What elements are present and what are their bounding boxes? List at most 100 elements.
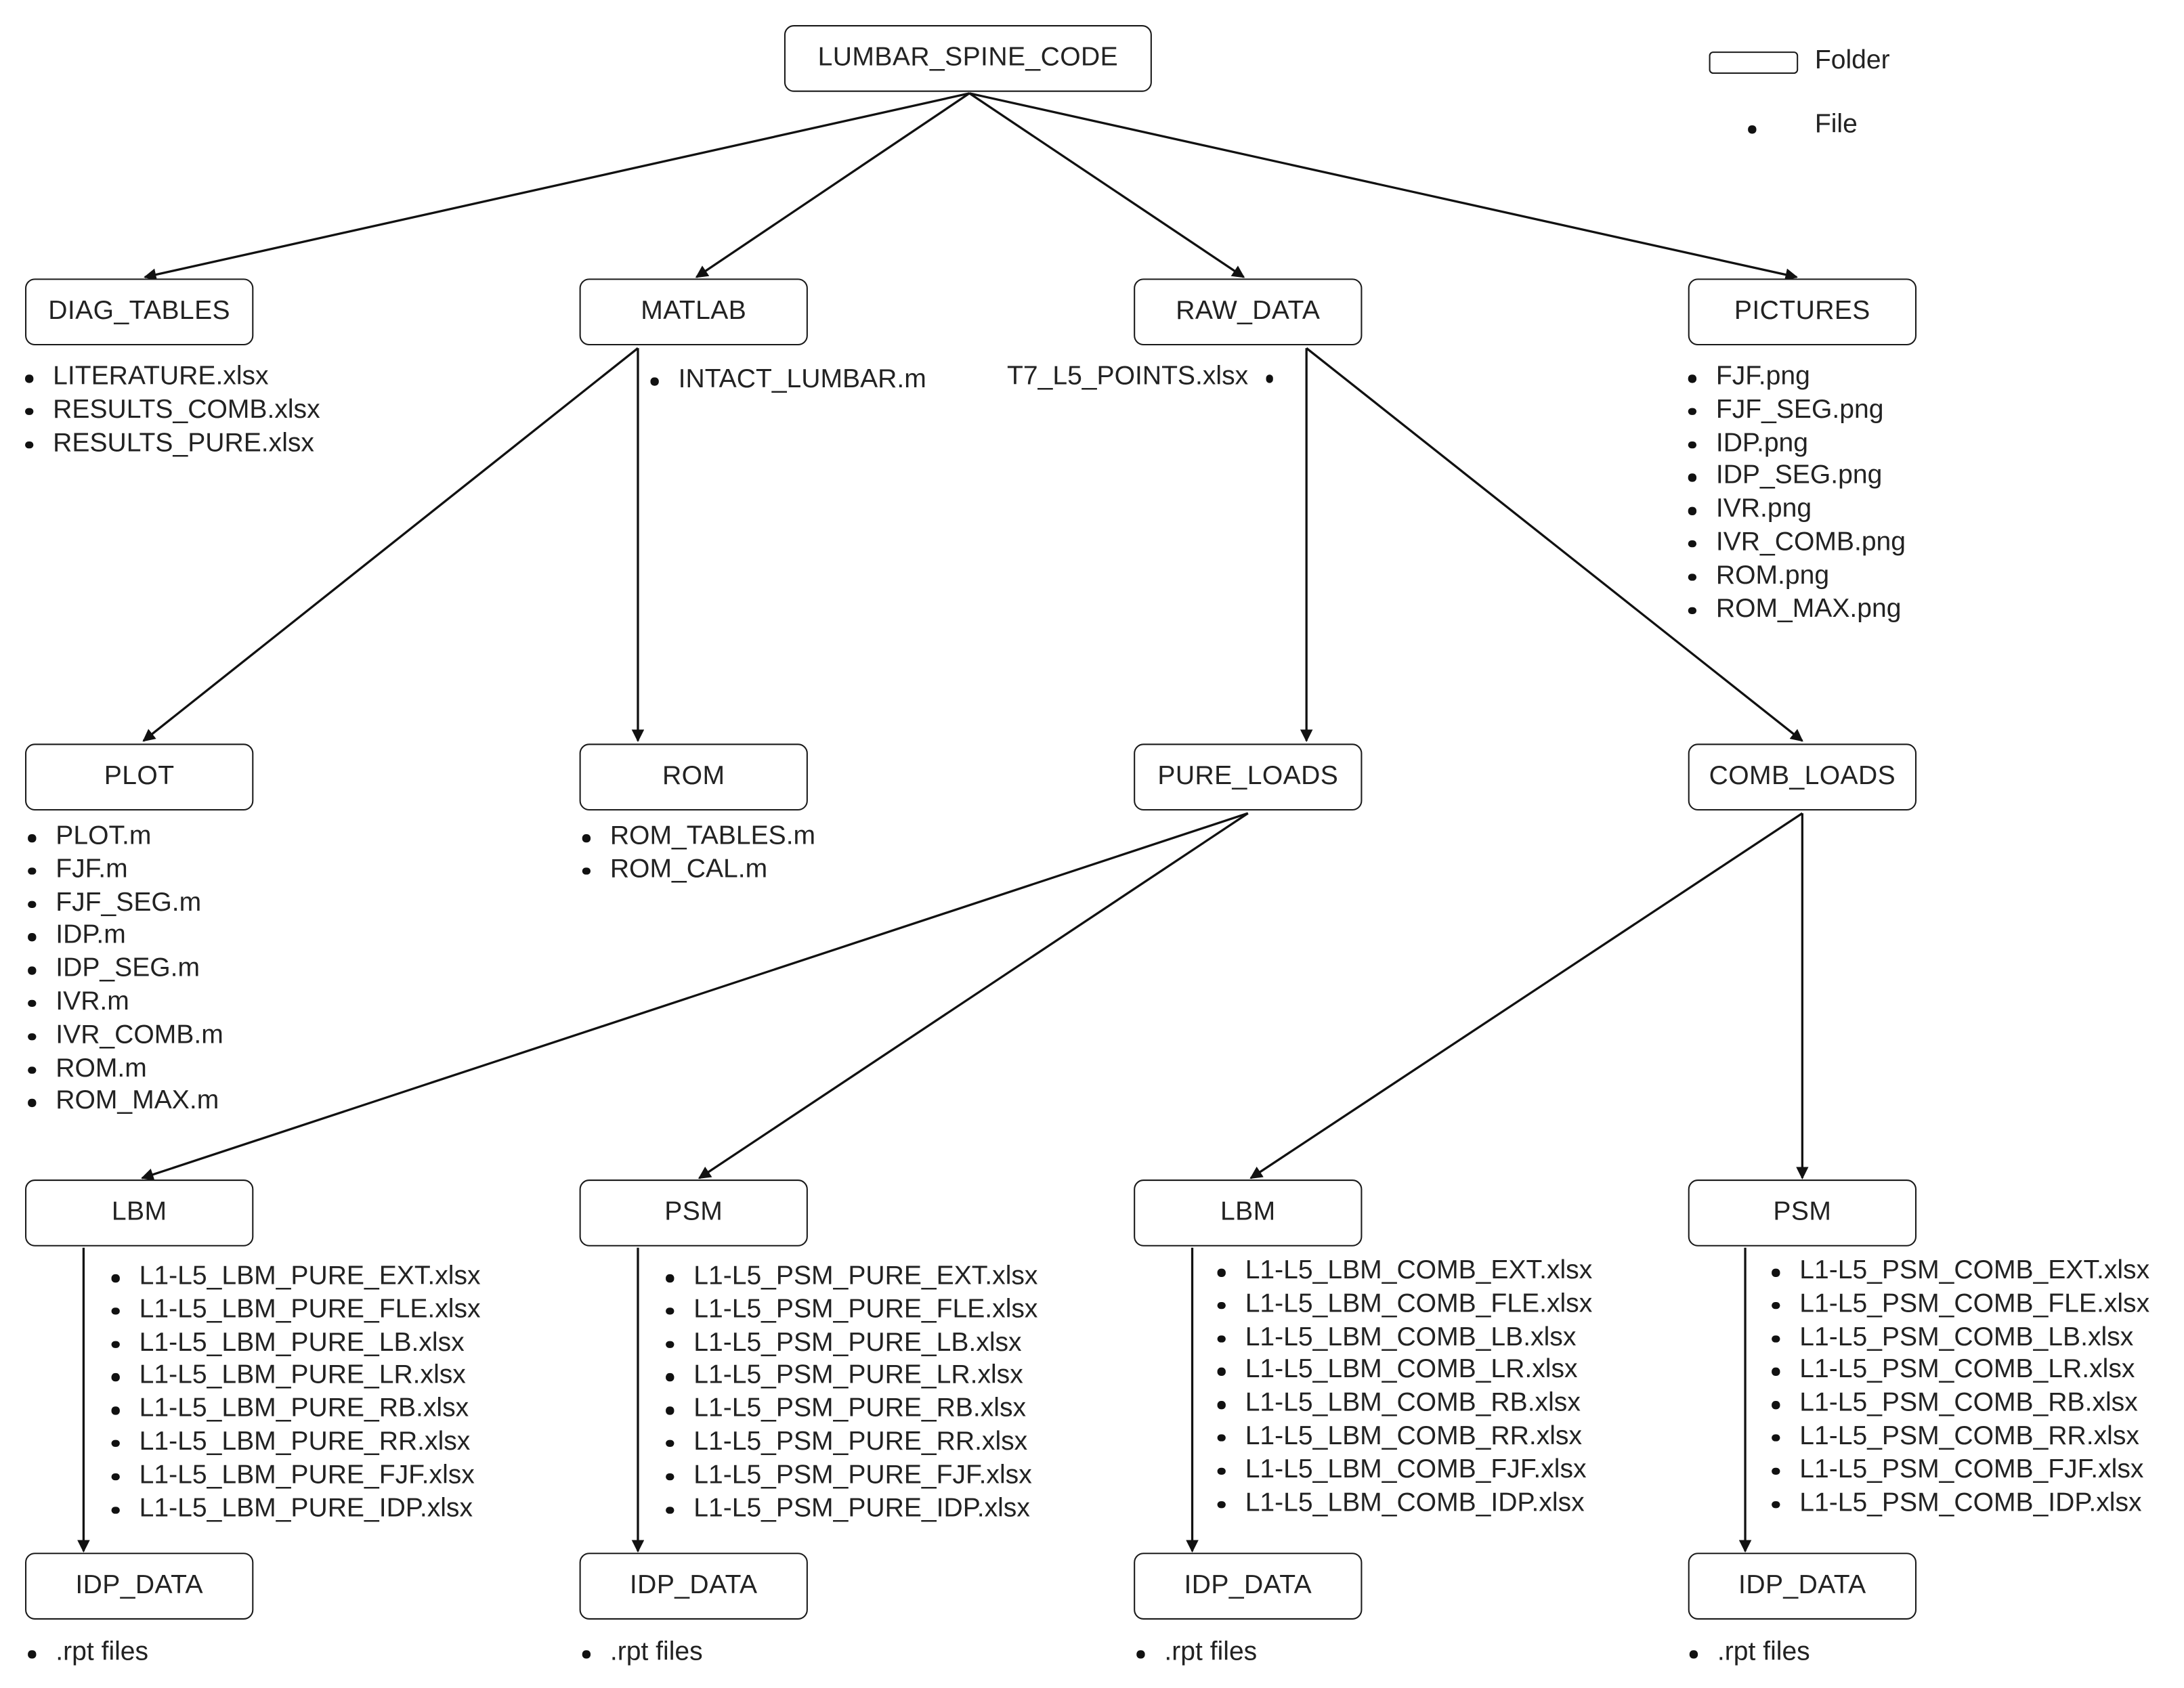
folder-lbm-comb[interactable]: LBM	[1134, 1180, 1363, 1247]
file-item[interactable]: IVR.png	[1682, 493, 1906, 526]
folder-lbm-pure[interactable]: LBM	[25, 1180, 254, 1247]
folder-idp-data-lbm-comb[interactable]: IDP_DATA	[1134, 1553, 1363, 1620]
edge-root-matlab	[695, 92, 970, 278]
file-item[interactable]: ROM_MAX.m	[22, 1085, 223, 1119]
edge-matlab-plot	[142, 347, 639, 742]
file-item[interactable]: L1-L5_PSM_PURE_EXT.xlsx	[660, 1260, 1037, 1293]
file-item[interactable]: L1-L5_PSM_COMB_IDP.xlsx	[1766, 1487, 2149, 1520]
file-item[interactable]: IDP_SEG.png	[1682, 460, 1906, 494]
file-item[interactable]: L1-L5_LBM_COMB_FJF.xlsx	[1212, 1454, 1592, 1487]
file-item[interactable]: IDP.m	[22, 919, 223, 953]
folder-idp-data-lbm-pure[interactable]: IDP_DATA	[25, 1553, 254, 1620]
file-item[interactable]: L1-L5_LBM_PURE_LB.xlsx	[106, 1326, 480, 1360]
file-item[interactable]: RESULTS_PURE.xlsx	[20, 427, 320, 460]
file-item[interactable]: .rpt files	[1131, 1637, 1257, 1670]
folder-plot[interactable]: PLOT	[25, 743, 254, 810]
file-item[interactable]: L1-L5_PSM_COMB_RR.xlsx	[1766, 1421, 2149, 1454]
file-item[interactable]: ROM.png	[1682, 559, 1906, 592]
file-item[interactable]: L1-L5_LBM_COMB_RB.xlsx	[1212, 1387, 1592, 1421]
folder-pictures[interactable]: PICTURES	[1688, 278, 1917, 346]
file-item[interactable]: L1-L5_LBM_COMB_EXT.xlsx	[1212, 1255, 1592, 1288]
file-item[interactable]: IVR.m	[22, 986, 223, 1019]
file-item[interactable]: IDP.png	[1682, 427, 1906, 460]
edge-root-diag-tables	[144, 92, 970, 281]
file-item[interactable]: L1-L5_LBM_COMB_RR.xlsx	[1212, 1421, 1592, 1454]
file-item[interactable]: T7_L5_POINTS.xlsx	[1007, 361, 1276, 394]
folder-comb-loads[interactable]: COMB_LOADS	[1688, 743, 1917, 810]
folder-psm-comb[interactable]: PSM	[1688, 1180, 1917, 1247]
file-item[interactable]: L1-L5_PSM_COMB_FLE.xlsx	[1766, 1288, 2149, 1321]
file-item[interactable]: L1-L5_LBM_PURE_RR.xlsx	[106, 1426, 480, 1459]
edge-root-pictures	[969, 92, 1798, 281]
file-list-idp-data-psm-comb: .rpt files	[1684, 1637, 1810, 1670]
file-item[interactable]: L1-L5_PSM_PURE_IDP.xlsx	[660, 1492, 1038, 1525]
edge-raw-data-comb-loads	[1306, 347, 1803, 742]
file-item[interactable]: L1-L5_LBM_COMB_FLE.xlsx	[1212, 1288, 1592, 1321]
file-item[interactable]: .rpt files	[1684, 1637, 1810, 1670]
file-item[interactable]: FJF.m	[22, 853, 223, 886]
folder-raw-data[interactable]: RAW_DATA	[1134, 278, 1363, 346]
file-item[interactable]: L1-L5_LBM_COMB_LR.xlsx	[1212, 1354, 1592, 1387]
edge-pure-loads-lbm	[141, 812, 1249, 1181]
file-item[interactable]: ROM_TABLES.m	[576, 820, 815, 853]
file-item[interactable]: L1-L5_PSM_PURE_LR.xlsx	[660, 1360, 1038, 1393]
folder-lumbar-spine-code[interactable]: LUMBAR_SPINE_CODE	[784, 25, 1152, 92]
folder-idp-data-psm-comb[interactable]: IDP_DATA	[1688, 1553, 1917, 1620]
file-item[interactable]: L1-L5_PSM_PURE_FJF.xlsx	[660, 1459, 1038, 1492]
edge-root-raw-data	[968, 92, 1245, 278]
edge-comb-loads-lbm	[1249, 812, 1803, 1180]
file-item[interactable]: L1-L5_LBM_COMB_LB.xlsx	[1212, 1321, 1592, 1354]
file-item[interactable]: L1-L5_LBM_PURE_LR.xlsx	[106, 1360, 480, 1393]
file-item[interactable]: .rpt files	[576, 1637, 703, 1670]
folder-rom[interactable]: ROM	[579, 743, 808, 810]
file-item[interactable]: L1-L5_LBM_PURE_FLE.xlsx	[106, 1293, 481, 1326]
edge-pure-loads-psm	[698, 812, 1249, 1180]
file-item[interactable]: PLOT.m	[22, 820, 223, 853]
file-item[interactable]: .rpt files	[22, 1637, 148, 1670]
file-item[interactable]: L1-L5_LBM_PURE_FJF.xlsx	[106, 1459, 480, 1492]
file-item[interactable]: L1-L5_PSM_COMB_LR.xlsx	[1766, 1354, 2149, 1387]
file-item[interactable]: IDP_SEG.m	[22, 953, 223, 986]
file-item[interactable]: FJF_SEG.png	[1682, 394, 1906, 427]
file-item[interactable]: L1-L5_PSM_PURE_RB.xlsx	[660, 1393, 1038, 1426]
file-item[interactable]: LITERATURE.xlsx	[20, 361, 320, 394]
folder-pure-loads[interactable]: PURE_LOADS	[1134, 743, 1363, 810]
file-item[interactable]: IVR_COMB.png	[1682, 526, 1906, 559]
file-item[interactable]: INTACT_LUMBAR.m	[645, 364, 926, 397]
folder-matlab[interactable]: MATLAB	[579, 278, 808, 346]
legend-file-label: File	[1814, 110, 1858, 139]
folder-psm-pure[interactable]: PSM	[579, 1180, 808, 1247]
folder-idp-data-psm-pure[interactable]: IDP_DATA	[579, 1553, 808, 1620]
file-item[interactable]: L1-L5_LBM_PURE_EXT.xlsx	[106, 1260, 481, 1293]
file-list-matlab: INTACT_LUMBAR.m	[645, 364, 926, 397]
file-item[interactable]: FJF_SEG.m	[22, 886, 223, 919]
file-item[interactable]: IVR_COMB.m	[22, 1019, 223, 1052]
file-item[interactable]: FJF.png	[1682, 361, 1906, 394]
file-item[interactable]: L1-L5_PSM_PURE_LB.xlsx	[660, 1326, 1038, 1360]
folder-diag-tables[interactable]: DIAG_TABLES	[25, 278, 254, 346]
file-item[interactable]: L1-L5_PSM_PURE_RR.xlsx	[660, 1426, 1038, 1459]
file-item[interactable]: ROM_MAX.png	[1682, 592, 1906, 626]
file-item[interactable]: ROM_CAL.m	[576, 853, 815, 886]
file-item[interactable]: L1-L5_LBM_PURE_RB.xlsx	[106, 1393, 480, 1426]
file-item[interactable]: L1-L5_PSM_PURE_FLE.xlsx	[660, 1293, 1037, 1326]
legend-folder-label: Folder	[1814, 45, 1890, 76]
file-item[interactable]: L1-L5_LBM_PURE_IDP.xlsx	[106, 1492, 480, 1525]
file-item[interactable]: L1-L5_LBM_COMB_IDP.xlsx	[1212, 1487, 1592, 1520]
file-item[interactable]: L1-L5_PSM_COMB_FJF.xlsx	[1766, 1454, 2149, 1487]
file-item[interactable]: L1-L5_PSM_COMB_LB.xlsx	[1766, 1321, 2149, 1354]
file-item[interactable]: L1-L5_PSM_COMB_EXT.xlsx	[1766, 1255, 2149, 1288]
file-list-idp-data-lbm-pure: .rpt files	[22, 1637, 148, 1670]
file-item[interactable]: ROM.m	[22, 1052, 223, 1085]
file-item[interactable]: L1-L5_PSM_COMB_RB.xlsx	[1766, 1387, 2149, 1421]
file-item[interactable]: RESULTS_COMB.xlsx	[20, 394, 320, 427]
